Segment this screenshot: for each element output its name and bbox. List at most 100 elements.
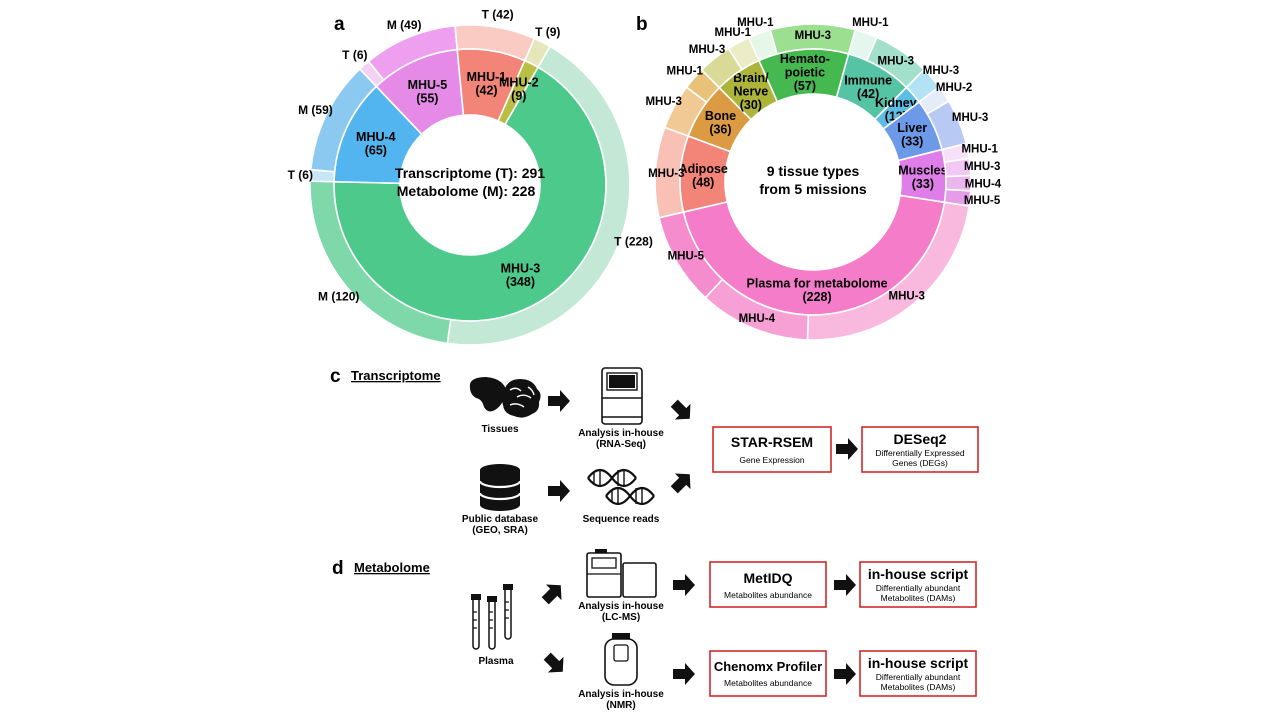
- inner-tissue-label: (33): [912, 177, 934, 191]
- inhouse-script-sub1-nmr: Differentially abundant: [876, 672, 961, 682]
- lcms-instrument-icon: [586, 549, 657, 598]
- panel-a-sunburst: a MHU-3(348)MHU-4(65)MHU-5(55)MHU-1(42)M…: [288, 7, 653, 346]
- inner-tissue-label: (228): [802, 290, 831, 304]
- deseq2-box: DESeq2 Differentially Expressed Genes (D…: [861, 426, 979, 473]
- public-db-label-line-1: Public database: [462, 514, 539, 525]
- inner-tissue-label: Muscles: [898, 163, 947, 177]
- panel-b-sunburst: b Hemato-poietic(57)Immune(42)Kidney(12)…: [636, 14, 1002, 341]
- plasma-label: Plasma: [478, 656, 513, 667]
- panel-d-metabolome-workflow: d Metabolome Plasma Analysis in-house (L…: [332, 549, 977, 711]
- panel-c-transcriptome-workflow: c Transcriptome Tissues Analysis in-hous…: [330, 366, 979, 536]
- outer-segment-label: T (228): [614, 235, 653, 249]
- outer-mission-label: MHU-1: [852, 17, 889, 29]
- inhouse-script-box-nmr: in-house script Differentially abundant …: [859, 650, 977, 697]
- public-db-label-line-2: (GEO, SRA): [472, 525, 528, 536]
- inhouse-script-sub1-lcms: Differentially abundant: [876, 583, 961, 593]
- inner-segment-label: (42): [475, 83, 497, 97]
- panel-a-center-line-2: Metabolome (M): 228: [397, 183, 536, 199]
- star-rsem-title: STAR-RSEM: [731, 434, 813, 450]
- inner-tissue-label: (42): [857, 87, 879, 101]
- outer-mission-label: MHU-3: [878, 56, 914, 68]
- inner-tissue-label: Kidney: [875, 96, 917, 110]
- rnaseq-label-line-1: Analysis in-house: [578, 428, 664, 439]
- panel-b-letter: b: [636, 14, 648, 35]
- inhouse-script-sub2-nmr: Metabolites (DAMs): [881, 682, 956, 692]
- metidq-box: MetIDQ Metabolites abundance: [709, 561, 827, 608]
- outer-segment-label: M (49): [387, 18, 422, 32]
- arrow-right-icon: [834, 663, 856, 685]
- outer-segment-label: T (9): [535, 25, 560, 39]
- rnaseq-label-line-2: (RNA-Seq): [596, 439, 646, 450]
- lcms-label-line-2: (LC-MS): [602, 612, 640, 623]
- outer-mission-label: MHU-4: [739, 313, 776, 325]
- outer-mission-label: MHU-2: [936, 82, 972, 94]
- inner-tissue-label: (48): [692, 175, 714, 189]
- deseq2-title: DESeq2: [894, 431, 947, 447]
- outer-mission-label: MHU-3: [795, 30, 831, 42]
- inner-segment-label: MHU-2: [499, 75, 539, 89]
- inner-tissue-label: Bone: [705, 109, 736, 123]
- arrow-up-right-icon: [670, 473, 691, 494]
- inner-segment-label: (9): [511, 89, 526, 103]
- chenomx-subtitle: Metabolites abundance: [724, 678, 812, 688]
- deseq2-subtitle-line-2: Genes (DEGs): [892, 458, 948, 468]
- inner-tissue-label: (36): [709, 123, 731, 137]
- metidq-title: MetIDQ: [744, 570, 793, 586]
- arrow-down-right-icon: [543, 652, 564, 673]
- outer-mission-label: MHU-1: [715, 27, 752, 39]
- inner-tissue-label: (57): [794, 79, 816, 93]
- star-rsem-box: STAR-RSEM Gene Expression: [712, 426, 832, 473]
- inner-tissue-label: Adipose: [679, 162, 728, 176]
- inner-segment-label: (55): [416, 91, 438, 105]
- outer-mission-label: MHU-3: [889, 290, 925, 302]
- arrow-up-right-icon: [541, 584, 562, 605]
- inner-tissue-label: Hemato-: [780, 52, 830, 66]
- inner-segment-label: MHU-3: [501, 261, 541, 275]
- outer-segment-label: T (6): [342, 48, 367, 62]
- outer-mission-label: MHU-3: [952, 112, 988, 124]
- arrow-right-icon: [836, 438, 858, 460]
- tissues-label: Tissues: [481, 424, 518, 435]
- test-tubes-icon: [471, 584, 513, 650]
- inhouse-script-title-nmr: in-house script: [868, 655, 969, 671]
- outer-mission-label: MHU-3: [964, 161, 1000, 173]
- outer-mission-label: MHU-3: [923, 65, 959, 77]
- outer-mission-label: MHU-1: [737, 17, 774, 29]
- outer-mission-label: MHU-5: [964, 195, 1001, 207]
- sequence-reads-label: Sequence reads: [583, 514, 660, 525]
- inhouse-script-title-lcms: in-house script: [868, 566, 969, 582]
- outer-mission-label: MHU-4: [965, 178, 1002, 190]
- outer-segment-label: T (42): [482, 7, 514, 21]
- outer-mission-label: MHU-5: [668, 251, 705, 263]
- nmr-label-line-2: (NMR): [606, 700, 635, 711]
- inhouse-script-sub2-lcms: Metabolites (DAMs): [881, 593, 956, 603]
- inner-tissue-label: Plasma for metabolome: [747, 277, 888, 291]
- panel-c-letter: c: [330, 366, 341, 387]
- inner-tissue-label: (33): [901, 135, 923, 149]
- panel-c-title: Transcriptome: [351, 368, 441, 383]
- sequencer-icon: [601, 367, 643, 425]
- star-rsem-subtitle: Gene Expression: [739, 455, 804, 465]
- outer-mission-label: MHU-3: [645, 96, 681, 108]
- panel-b-center-line-2: from 5 missions: [759, 181, 867, 197]
- inner-segment-label: MHU-1: [467, 70, 507, 84]
- nmr-instrument-icon: [604, 633, 638, 686]
- outer-mission-label: MHU-3: [689, 44, 725, 56]
- dna-icon: [587, 468, 655, 506]
- panel-d-letter: d: [332, 558, 344, 579]
- arrow-down-right-icon: [670, 399, 691, 420]
- inner-segment-label: MHU-5: [408, 78, 448, 92]
- outer-mission-label: MHU-1: [961, 144, 998, 156]
- panel-d-title: Metabolome: [354, 560, 430, 575]
- outer-mission-label: MHU-3: [648, 168, 684, 180]
- inner-tissue-label: Liver: [897, 121, 927, 135]
- inner-segment-label: (65): [365, 143, 387, 157]
- panel-a-outer-ring: T (228)M (120)T (6)M (59)T (6)M (49)T (4…: [288, 7, 653, 346]
- outer-segment-label: T (6): [288, 168, 313, 182]
- inner-tissue-label: poietic: [785, 66, 825, 80]
- inner-tissue-label: Nerve: [733, 85, 768, 99]
- deseq2-subtitle-line-1: Differentially Expressed: [875, 448, 964, 458]
- lcms-label-line-1: Analysis in-house: [578, 601, 664, 612]
- outer-segment: [523, 37, 552, 69]
- inner-tissue-label: Immune: [844, 73, 892, 87]
